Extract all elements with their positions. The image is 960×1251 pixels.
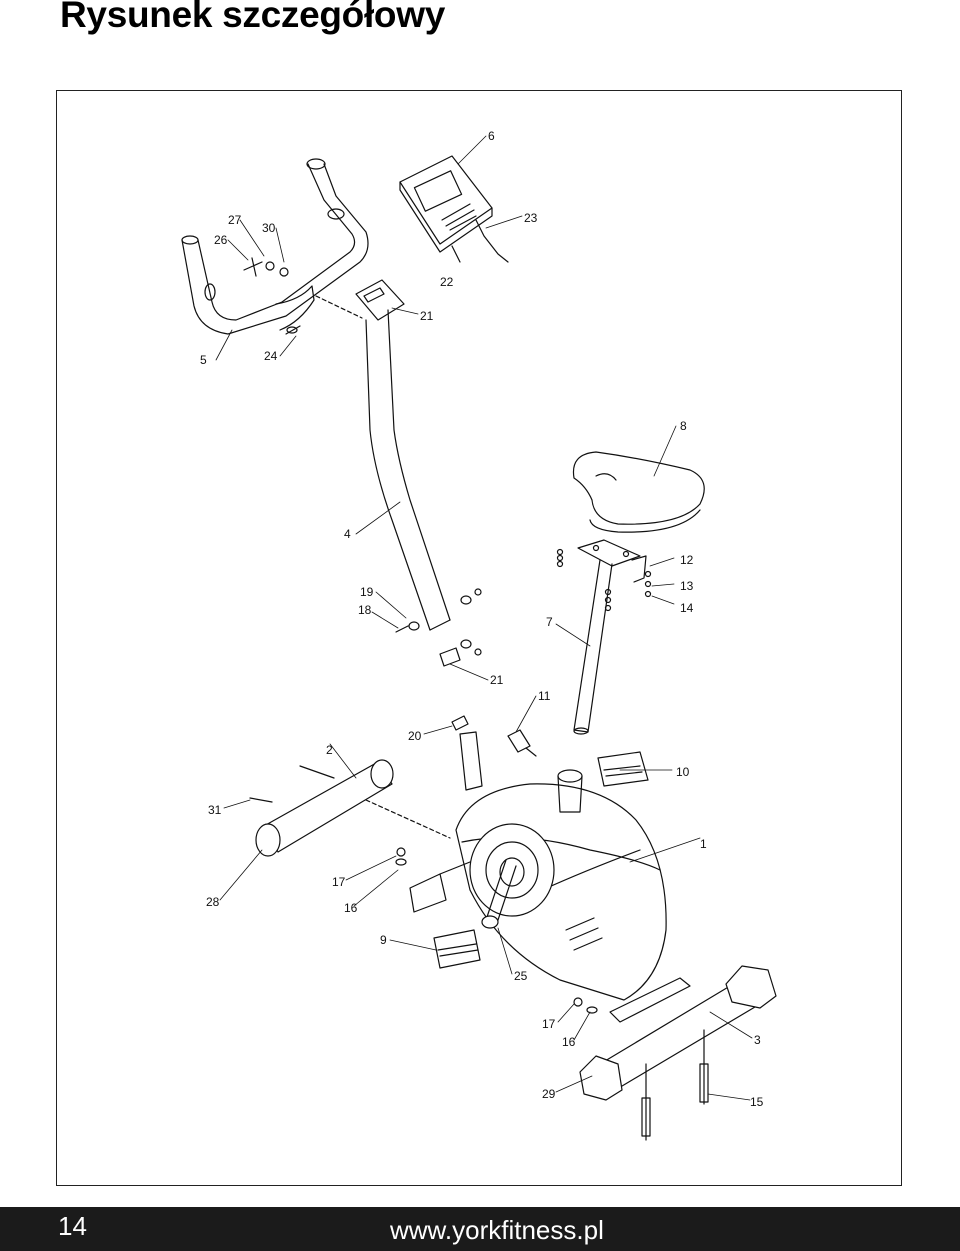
part-label-16-front: 16 (344, 901, 358, 915)
part-labels: 6 27 30 26 23 22 21 5 24 8 4 12 19 13 18… (200, 129, 764, 1109)
part-label-12: 12 (680, 553, 694, 567)
part-label-8: 8 (680, 419, 687, 433)
seat-post-part (556, 539, 652, 735)
handlebar-part (181, 158, 369, 335)
page-footer: 14 www.yorkfitness.pl (0, 1207, 960, 1251)
part-label-24: 24 (264, 349, 278, 363)
part-label-21-top: 21 (420, 309, 434, 323)
part-label-9: 9 (380, 933, 387, 947)
part-label-1: 1 (700, 837, 707, 851)
handlebar-post-part (365, 309, 451, 631)
part-label-3: 3 (754, 1033, 761, 1047)
part-label-5: 5 (200, 353, 207, 367)
main-frame-part (409, 769, 667, 1001)
page-title: Rysunek szczegółowy (60, 0, 445, 35)
website-link[interactable]: www.yorkfitness.pl (390, 1215, 604, 1245)
part-label-18: 18 (358, 603, 372, 617)
crank-pedal-part (433, 751, 649, 969)
page-number: 14 (58, 1211, 87, 1241)
part-label-21-bottom: 21 (490, 673, 504, 687)
rear-stabilizer-part (573, 965, 777, 1141)
part-label-6: 6 (488, 129, 495, 143)
part-label-28: 28 (206, 895, 220, 909)
handlebar-knob-part (243, 257, 301, 335)
front-stabilizer-part (249, 759, 451, 866)
part-label-17-rear: 17 (542, 1017, 556, 1031)
part-label-4: 4 (344, 527, 351, 541)
part-label-23: 23 (524, 211, 538, 225)
part-label-11: 11 (538, 689, 551, 703)
part-label-26: 26 (214, 233, 228, 247)
part-label-27: 27 (228, 213, 242, 227)
part-label-19: 19 (360, 585, 374, 599)
part-label-31: 31 (208, 803, 222, 817)
tension-knob-part (451, 715, 537, 791)
part-label-16-rear: 16 (562, 1035, 576, 1049)
part-label-22: 22 (440, 275, 454, 289)
part-label-14: 14 (680, 601, 694, 615)
part-label-30: 30 (262, 221, 276, 235)
seat-part (572, 451, 705, 533)
part-label-15: 15 (750, 1095, 764, 1109)
part-label-29: 29 (542, 1087, 556, 1101)
part-label-20: 20 (408, 729, 422, 743)
part-label-7: 7 (546, 615, 553, 629)
part-label-10: 10 (676, 765, 690, 779)
part-label-17-front: 17 (332, 875, 346, 889)
post-hardware-part (395, 588, 482, 667)
part-label-13: 13 (680, 579, 694, 593)
leader-lines (215, 135, 753, 1101)
part-label-2: 2 (326, 743, 333, 757)
handlebar-clamp-part (315, 279, 405, 321)
diagram-frame (56, 90, 902, 1186)
console-part (399, 155, 509, 263)
part-label-25: 25 (514, 969, 528, 983)
